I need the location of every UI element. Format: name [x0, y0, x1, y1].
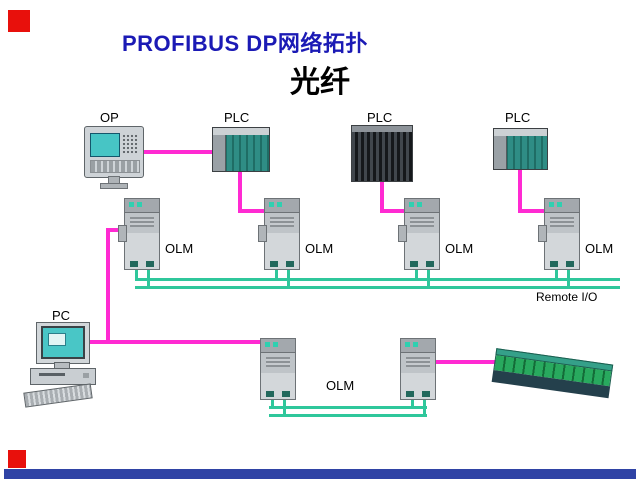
pc-case: [30, 368, 96, 385]
pc-power-button: [83, 373, 89, 378]
profibus-pc-horizontal: [84, 340, 264, 344]
olm-6-fiber-ports: [401, 391, 435, 397]
pc-screen: [41, 326, 85, 359]
plc-3-label: PLC: [505, 110, 531, 125]
olm-2-fiber-ports: [265, 261, 299, 267]
olm-2-module: [258, 198, 300, 270]
fiber-stub-olm6-a: [411, 400, 414, 409]
fiber-stub-olm2-b: [287, 270, 290, 289]
op-stand-base: [100, 183, 128, 189]
op-label: OP: [100, 110, 119, 125]
slide-subtitle: 光纤: [290, 66, 350, 99]
olm-6-module: [400, 338, 436, 400]
olm-6-status-leds: [401, 339, 435, 353]
olm-4-module: [538, 198, 580, 270]
profibus-plc2-drop: [380, 176, 384, 213]
pc-monitor: [36, 322, 90, 364]
olm-2-status-leds: [265, 199, 299, 213]
olm-4-label: OLM: [585, 241, 614, 256]
plc-2-modules: [352, 132, 412, 181]
fiber-stub-olm1-b: [147, 270, 150, 289]
olm-1-connector: [118, 225, 127, 242]
profibus-olm1-tab-link: [106, 228, 126, 232]
olm-1-module: [118, 198, 160, 270]
fiber-bus-line-1: [135, 278, 620, 281]
fiber-stub-olm3-a: [415, 270, 418, 281]
olm-5-status-leds: [261, 339, 295, 353]
olm-5-vent: [266, 357, 290, 367]
olm-1-status-leds: [125, 199, 159, 213]
olm-2-connector: [258, 225, 267, 242]
fiber-stub-olm3-b: [427, 270, 430, 289]
fiber-stub-olm4-a: [555, 270, 558, 281]
op-keypad: [122, 134, 138, 154]
olm-3-connector: [398, 225, 407, 242]
olm-1-fiber-ports: [125, 261, 159, 267]
profibus-op-horizontal: [142, 150, 242, 154]
plc-2-label: PLC: [367, 110, 393, 125]
plc-2-device: [351, 125, 413, 182]
profibus-plc3-drop: [518, 164, 522, 213]
olm-3-fiber-ports: [405, 261, 439, 267]
plc-3-device: [493, 128, 548, 170]
fiber-stub-olm6-b: [423, 400, 426, 417]
fiber-stub-olm1-a: [135, 270, 138, 281]
olm-2-vent: [270, 217, 294, 227]
olm-3-vent: [410, 217, 434, 227]
profibus-left-vertical: [106, 228, 110, 344]
olm-6-vent: [406, 357, 430, 367]
olm-3-module: [398, 198, 440, 270]
remote-io-rail: [491, 348, 614, 399]
fiber-stub-olm5-a: [271, 400, 274, 409]
slide-title: PROFIBUS DP网络拓扑: [122, 31, 368, 56]
profibus-olm4-jog: [518, 209, 548, 213]
footer-bar: [4, 469, 636, 479]
red-square-top: [8, 10, 30, 32]
profibus-olm3-jog: [380, 209, 408, 213]
plc-1-device: [212, 127, 270, 172]
profibus-remote-io-link: [432, 360, 502, 364]
pc-screen-window: [48, 333, 66, 346]
plc-1-label: PLC: [224, 110, 250, 125]
olm-1-label: OLM: [165, 241, 194, 256]
profibus-olm2-jog: [238, 209, 268, 213]
fiber-stub-olm2-a: [275, 270, 278, 281]
olm-4-status-leds: [545, 199, 579, 213]
profibus-plc1-drop: [238, 150, 242, 213]
fiber-stub-olm5-b: [283, 400, 286, 417]
olm-3-label: OLM: [445, 241, 474, 256]
olm-2-label: OLM: [305, 241, 334, 256]
olm-4-connector: [538, 225, 547, 242]
olm-4-fiber-ports: [545, 261, 579, 267]
op-function-keys: [90, 160, 140, 173]
plc-1-psu: [213, 135, 226, 171]
olm-3-status-leds: [405, 199, 439, 213]
fiber-bottom-line-2: [269, 414, 427, 417]
fiber-bottom-line-1: [269, 406, 427, 409]
olm-bottom-label: OLM: [326, 378, 355, 393]
fiber-bus-line-2: [135, 286, 620, 289]
pc-keyboard: [23, 383, 93, 408]
op-screen: [90, 133, 120, 157]
red-square-bottom: [8, 450, 26, 468]
plc-3-psu: [494, 136, 507, 169]
olm-1-vent: [130, 217, 154, 227]
olm-5-module: [260, 338, 296, 400]
pc-label: PC: [52, 308, 71, 323]
olm-4-vent: [550, 217, 574, 227]
remote-io-label: Remote I/O: [536, 290, 598, 304]
op-device: [84, 126, 144, 178]
pc-floppy-slot: [39, 373, 65, 376]
fiber-stub-olm4-b: [567, 270, 570, 289]
olm-5-fiber-ports: [261, 391, 295, 397]
